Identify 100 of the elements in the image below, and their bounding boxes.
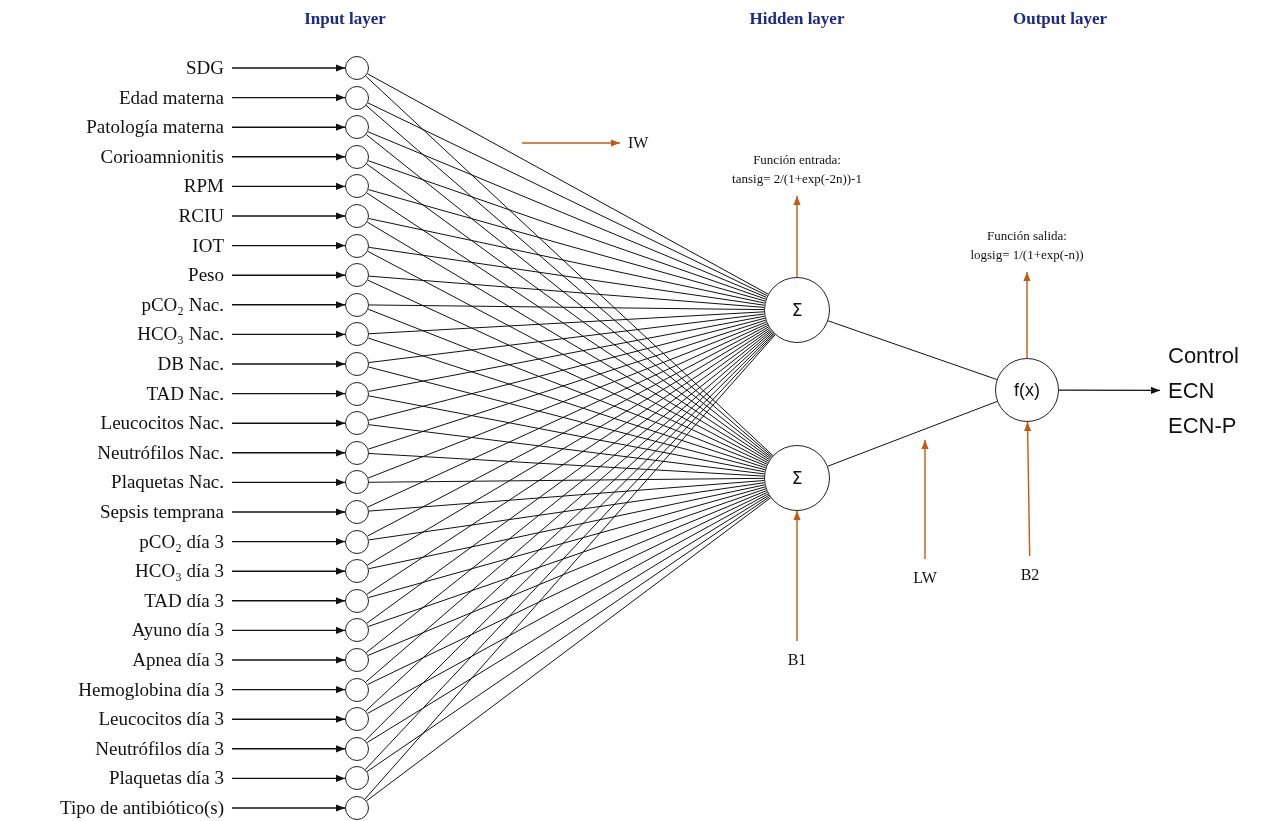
neuron-circle bbox=[345, 559, 369, 584]
arrow bbox=[231, 478, 346, 486]
connection-line bbox=[368, 484, 766, 570]
input-label: HCO₃ Nac. bbox=[137, 323, 224, 345]
arrow bbox=[231, 360, 346, 368]
neuron-circle bbox=[345, 322, 369, 347]
arrow bbox=[231, 597, 346, 605]
input-label: Hemoglobina día 3 bbox=[78, 678, 224, 700]
input-label: IOT bbox=[192, 234, 224, 256]
input-label: Edad materna bbox=[119, 86, 224, 108]
neuron-circle bbox=[345, 588, 369, 613]
connection-line bbox=[368, 315, 766, 392]
arrow bbox=[231, 153, 346, 161]
arrow bbox=[1024, 421, 1032, 557]
arrow bbox=[231, 390, 346, 398]
input-label: Ayuno día 3 bbox=[131, 619, 224, 641]
arrow bbox=[1058, 386, 1161, 394]
neuron-circle bbox=[345, 56, 369, 80]
function-formula-text: logsig= 1/(1+exp(-n)) bbox=[970, 246, 1084, 264]
arrow bbox=[231, 715, 346, 723]
arrow bbox=[231, 626, 346, 634]
connection-line bbox=[367, 488, 767, 627]
connection-line bbox=[368, 477, 765, 483]
connection-line bbox=[368, 189, 766, 302]
arrow bbox=[231, 242, 346, 250]
arrow bbox=[231, 64, 346, 72]
neuron-circle bbox=[345, 529, 369, 554]
function-formula-text: Función entrada: bbox=[752, 151, 842, 169]
neuron-circle bbox=[345, 115, 369, 140]
activation-node: f(x) bbox=[995, 358, 1059, 422]
arrow bbox=[793, 195, 801, 278]
neuron-circle bbox=[345, 766, 369, 791]
weight-label: IW bbox=[628, 133, 649, 153]
arrow bbox=[231, 538, 346, 546]
input-label: Leucocitos Nac. bbox=[100, 412, 224, 434]
neuron-circle bbox=[345, 292, 369, 317]
neuron-circle bbox=[345, 796, 369, 820]
input-label: DB Nac. bbox=[157, 353, 224, 374]
input-label: TAD día 3 bbox=[144, 589, 224, 611]
connection-line bbox=[368, 482, 765, 541]
input-label: Tipo de antibiótico(s) bbox=[60, 797, 224, 818]
neuron-circle bbox=[345, 352, 369, 376]
arrow bbox=[521, 139, 621, 147]
arrow bbox=[231, 182, 346, 190]
connection-line bbox=[368, 395, 766, 473]
arrow bbox=[231, 123, 346, 131]
connection-line bbox=[367, 160, 767, 300]
function-formula-text: tansig= 2/(1+exp(-2n))-1 bbox=[732, 170, 862, 188]
neuron-circle bbox=[345, 233, 369, 258]
input-label: Leucocitos día 3 bbox=[98, 708, 224, 730]
neuron-circle bbox=[345, 736, 369, 761]
neuron-circle bbox=[345, 174, 369, 199]
arrow bbox=[231, 804, 346, 812]
input-label: pCO₂ día 3 bbox=[139, 530, 224, 552]
input-label: RPM bbox=[183, 175, 224, 197]
input-label: Peso bbox=[188, 264, 224, 286]
arrow bbox=[921, 439, 929, 560]
arrow bbox=[793, 510, 801, 642]
connection-line bbox=[368, 246, 765, 306]
connection-line bbox=[367, 337, 767, 469]
input-label: HCO₃ día 3 bbox=[135, 560, 224, 582]
arrow bbox=[231, 686, 346, 694]
neuron-circle bbox=[345, 470, 369, 495]
input-label: Neutrófilos día 3 bbox=[95, 737, 224, 759]
neuron-circle bbox=[345, 144, 369, 169]
connection-line bbox=[368, 311, 765, 335]
layer-heading: Output layer bbox=[1013, 9, 1107, 29]
arrow bbox=[231, 449, 346, 457]
input-label: Apnea día 3 bbox=[132, 649, 224, 670]
summation-node: Σ bbox=[764, 445, 830, 511]
arrow bbox=[231, 774, 346, 782]
connection-line bbox=[368, 275, 765, 308]
input-label: Neutrófilos Nac. bbox=[97, 441, 224, 463]
arrow bbox=[231, 656, 346, 664]
connection-line bbox=[367, 319, 767, 450]
weight-label: B2 bbox=[1020, 565, 1040, 585]
output-class-label: ECN-P bbox=[1168, 412, 1238, 440]
connection-line bbox=[368, 313, 765, 364]
neuron-circle bbox=[345, 707, 369, 732]
arrow bbox=[231, 419, 346, 427]
output-class-label: ECN bbox=[1168, 377, 1216, 405]
connection-line bbox=[827, 320, 998, 380]
arrow bbox=[231, 94, 346, 102]
connection-line bbox=[827, 400, 998, 467]
neuron-circle bbox=[345, 500, 369, 524]
connection-line bbox=[368, 486, 766, 599]
arrow bbox=[231, 212, 346, 220]
neuron-circle bbox=[345, 648, 369, 672]
summation-node: Σ bbox=[764, 277, 830, 343]
neuron-circle bbox=[345, 85, 369, 110]
arrow bbox=[231, 301, 346, 309]
neuron-circle bbox=[345, 677, 369, 702]
connection-line bbox=[367, 131, 768, 298]
input-label: pCO₂ Nac. bbox=[141, 293, 224, 315]
input-label: Corioamnionitis bbox=[100, 145, 224, 167]
input-label: RCIU bbox=[178, 205, 224, 226]
neuron-circle bbox=[345, 381, 369, 406]
connection-line bbox=[368, 424, 765, 475]
connection-line bbox=[368, 317, 766, 421]
connection-line bbox=[368, 453, 765, 477]
